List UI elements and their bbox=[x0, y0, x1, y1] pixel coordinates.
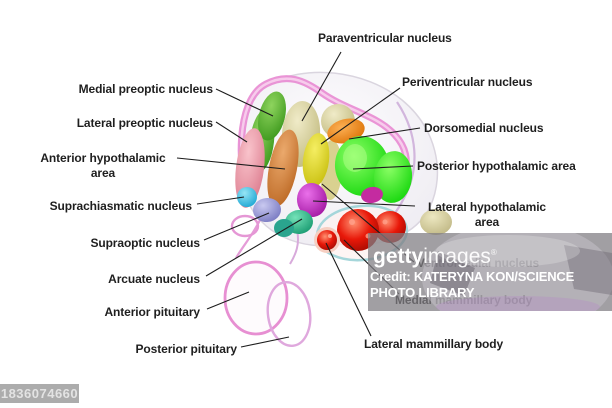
pituitary-outline-shape bbox=[223, 214, 312, 348]
label-suprachiasmatic-nucleus: Suprachiasmatic nucleus bbox=[49, 199, 193, 213]
label-supraoptic-nucleus: Supraoptic nucleus bbox=[90, 236, 200, 250]
leader-lateral-mammillary bbox=[325, 242, 372, 337]
anterior-hypothalamic-shape bbox=[267, 129, 299, 207]
watermark-box: gettyimages® Credit: KATERYNA KON/SCIENC… bbox=[368, 233, 612, 311]
leader-arcuate bbox=[205, 218, 303, 277]
image-id-badge: 1836074660 bbox=[0, 384, 79, 403]
watermark-backdrop-shape bbox=[422, 233, 612, 311]
anterior-pituitary-shape bbox=[223, 260, 289, 336]
label-dorsomedial-nucleus: Dorsomedial nucleus bbox=[424, 121, 544, 135]
leader-lines bbox=[176, 51, 421, 348]
leader-suprachiasmatic bbox=[196, 196, 245, 205]
label-posterior-hypothalamic-area: Posterior hypothalamic area bbox=[417, 159, 576, 173]
leader-lateral-hypothalamic bbox=[312, 200, 416, 207]
posterior-hypothalamic-shape bbox=[334, 136, 413, 203]
leader-dorsomedial bbox=[348, 127, 421, 140]
leader-paraventricular bbox=[301, 51, 342, 122]
leader-lateral-preoptic bbox=[215, 121, 248, 143]
label-arcuate-nucleus: Arcuate nucleus bbox=[108, 272, 200, 286]
label-paraventricular-nucleus: Paraventricular nucleus bbox=[318, 31, 452, 45]
label-lateral-preoptic-nucleus: Lateral preoptic nucleus bbox=[76, 116, 213, 130]
leader-periventricular bbox=[320, 87, 401, 145]
leader-anterior-hypothalamic bbox=[176, 157, 286, 170]
lateral-hypothalamic-shape bbox=[296, 183, 328, 217]
label-anterior-pituitary: Anterior pituitary bbox=[104, 305, 200, 319]
leader-posterior-hypothalamic bbox=[352, 165, 414, 170]
label-lateral-mammillary-body: Lateral mammillary body bbox=[364, 337, 504, 351]
lateral-preoptic-shape bbox=[235, 128, 265, 208]
posterior-pituitary-shape bbox=[266, 280, 312, 348]
leader-supraoptic bbox=[203, 212, 270, 241]
label-anterior-hypothalamic-area: Anterior hypothalamic area bbox=[40, 151, 166, 180]
leader-medial-preoptic bbox=[215, 88, 274, 117]
khaki-ball-shape bbox=[420, 209, 452, 235]
periventricular-shape bbox=[302, 133, 330, 187]
gettyimages-logo: gettyimages® bbox=[373, 245, 497, 268]
label-medial-preoptic-nucleus: Medial preoptic nucleus bbox=[78, 82, 214, 96]
suprachiasmatic-shape bbox=[237, 187, 257, 207]
supraoptic-shape bbox=[253, 197, 281, 223]
leader-anterior-pituitary bbox=[206, 291, 250, 310]
label-posterior-pituitary: Posterior pituitary bbox=[135, 342, 238, 356]
ventromedial-shape-deep bbox=[361, 186, 383, 204]
label-periventricular-nucleus: Periventricular nucleus bbox=[402, 75, 533, 89]
leader-posterior-pituitary bbox=[240, 336, 290, 348]
watermark-credit: Credit: KATERYNA KON/SCIENCE PHOTO LIBRA… bbox=[370, 269, 575, 300]
label-lateral-hypothalamic-area: Lateral hypothalamic area bbox=[427, 200, 547, 229]
